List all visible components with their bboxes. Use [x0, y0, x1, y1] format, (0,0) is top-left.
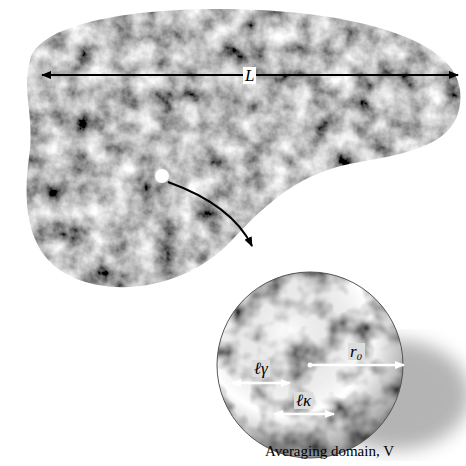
sphere-center [308, 363, 313, 368]
figure-caption: Averaging domain, V [265, 444, 394, 459]
radius-label: r₀ [348, 343, 365, 360]
radius-arrow [310, 364, 404, 367]
kappa-length-label: ℓκ [294, 392, 313, 409]
gamma-length-arrow [232, 382, 290, 385]
point-marker [155, 169, 169, 183]
averaging-sphere [200, 260, 430, 466]
length-label: L [243, 67, 256, 84]
kappa-length-arrow [274, 413, 334, 416]
gamma-length-label: ℓγ [252, 360, 270, 377]
zoom-arrow [168, 182, 252, 246]
